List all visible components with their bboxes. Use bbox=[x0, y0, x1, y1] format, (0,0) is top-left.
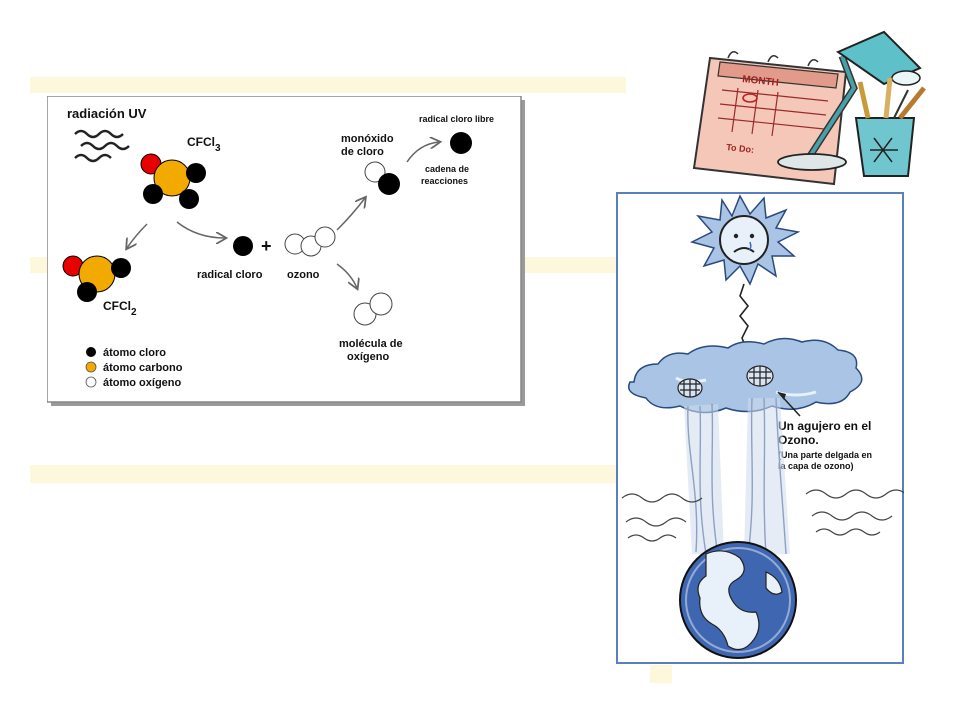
decor-square bbox=[650, 665, 672, 683]
earth-globe-icon bbox=[679, 541, 797, 659]
ozono-label: ozono bbox=[287, 269, 320, 281]
free-chlorine-atom bbox=[450, 132, 472, 154]
molecula-label-line1: molécula de bbox=[339, 338, 403, 350]
calendar-header-text: MONTH bbox=[742, 74, 780, 89]
monoxido-label-line2: de cloro bbox=[341, 146, 384, 158]
legend: átomo cloro átomo carbono átomo oxígeno bbox=[85, 347, 183, 389]
legend-label-carbon: átomo carbono bbox=[103, 362, 183, 374]
radical-cloro-label: radical cloro bbox=[197, 269, 263, 281]
hole-caption-line2: Ozono. bbox=[778, 433, 819, 447]
uv-label: radiación UV bbox=[67, 106, 147, 121]
hole-caption-line1: Un agujero en el bbox=[778, 419, 871, 433]
uv-rays-icon bbox=[74, 129, 130, 163]
hole-subcaption-line1: (Una parte delgada en bbox=[778, 450, 872, 460]
desk-clipart: MONTH To Do: bbox=[688, 28, 950, 188]
decor-band-top bbox=[30, 77, 626, 93]
cfcl3-label: CFCl3 bbox=[187, 135, 221, 154]
calendar-icon: MONTH To Do: bbox=[692, 51, 848, 186]
todo-label: To Do: bbox=[726, 142, 755, 155]
uv-ray-squiggle bbox=[738, 283, 750, 349]
hole-subcaption-line2: la capa de ozono) bbox=[778, 461, 854, 471]
decor-band-bottom bbox=[30, 465, 616, 483]
chlorine-monoxide-molecule bbox=[364, 161, 400, 195]
cadena-label-line2: reacciones bbox=[421, 176, 468, 186]
pencil-cup-icon bbox=[854, 77, 926, 177]
ozone-chemistry-diagram: radiación UV CFCl3 CFCl2 + radical cloro… bbox=[46, 95, 527, 408]
legend-label-chlorine: átomo cloro bbox=[103, 347, 166, 359]
cfcl3-molecule bbox=[140, 153, 206, 209]
uv-beams-fill bbox=[684, 398, 790, 556]
arrow-to-radical bbox=[176, 221, 225, 238]
cfcl2-label: CFCl2 bbox=[103, 299, 137, 318]
sad-sun-icon bbox=[689, 194, 801, 286]
ozone-hole-icon bbox=[677, 378, 703, 398]
arrow-to-free-radical bbox=[406, 142, 439, 163]
legend-swatch-oxygen bbox=[85, 376, 97, 388]
legend-swatch-chlorine bbox=[86, 347, 96, 357]
arrow-to-oxygen bbox=[336, 263, 357, 288]
atmosphere-wave-lines bbox=[621, 489, 907, 542]
ozone-molecule bbox=[284, 226, 336, 257]
cadena-label-line1: cadena de bbox=[425, 164, 469, 174]
arrow-to-monoxide bbox=[336, 198, 365, 231]
chlorine-radical-atom bbox=[233, 236, 253, 256]
ozone-hole-illustration: Un agujero en el Ozono. (Una parte delga… bbox=[616, 192, 907, 664]
plus-sign: + bbox=[261, 236, 272, 256]
radical-libre-label: radical cloro libre bbox=[419, 114, 494, 124]
molecula-label-line2: oxígeno bbox=[347, 351, 389, 363]
ozone-hole-icon-2 bbox=[746, 365, 774, 387]
legend-label-oxygen: átomo oxígeno bbox=[103, 377, 182, 389]
monoxido-label-line1: monóxido bbox=[341, 133, 394, 145]
arrow-to-cfcl2 bbox=[127, 223, 148, 248]
cfcl2-molecule bbox=[62, 255, 131, 302]
desk-lamp-icon bbox=[777, 30, 922, 171]
oxygen-molecule bbox=[353, 292, 393, 326]
legend-swatch-carbon bbox=[85, 361, 97, 373]
